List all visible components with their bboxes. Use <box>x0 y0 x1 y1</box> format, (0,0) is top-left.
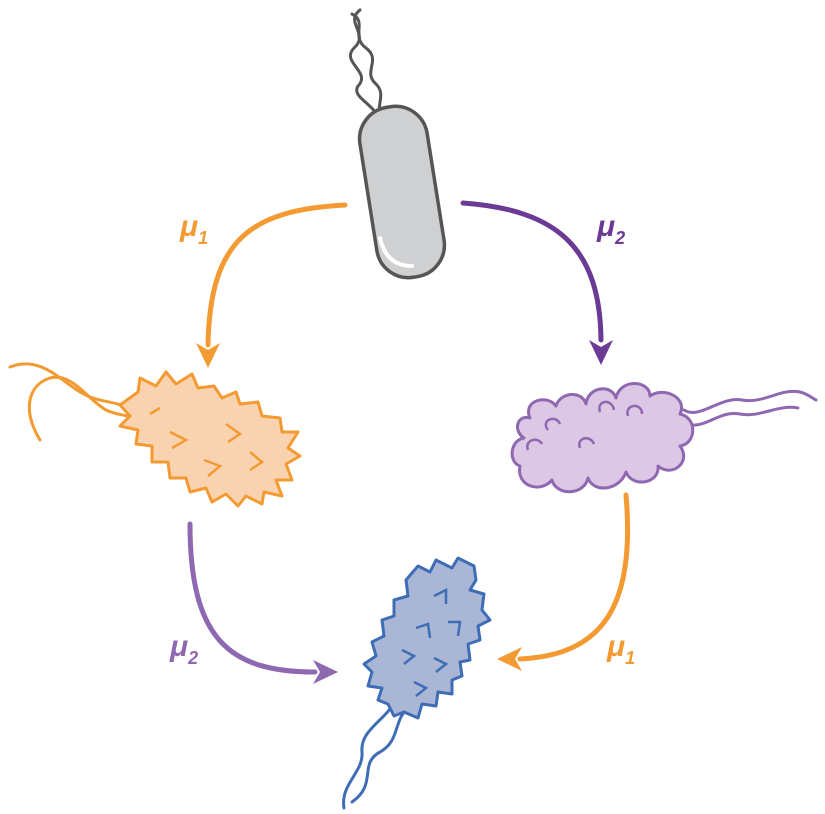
label-mu2-top-right: μ2 <box>596 210 625 248</box>
grey-rod-bacterium-icon <box>348 8 447 280</box>
arrow-wildtype-to-mutant1 <box>196 202 348 368</box>
arrow-mutant1-to-double <box>187 521 338 684</box>
label-mu1-bottom-right: μ1 <box>606 630 635 668</box>
arrow-wildtype-to-mutant2 <box>460 200 613 365</box>
arrow-mutant2-to-double <box>497 492 631 671</box>
label-mu1-top-left: μ1 <box>179 210 208 248</box>
blue-notched-bacterium-icon <box>342 556 492 810</box>
purple-bumpy-bacterium-icon <box>510 382 818 494</box>
orange-spiky-bacterium-icon <box>8 362 302 508</box>
label-mu2-bottom-left: μ2 <box>169 630 198 668</box>
